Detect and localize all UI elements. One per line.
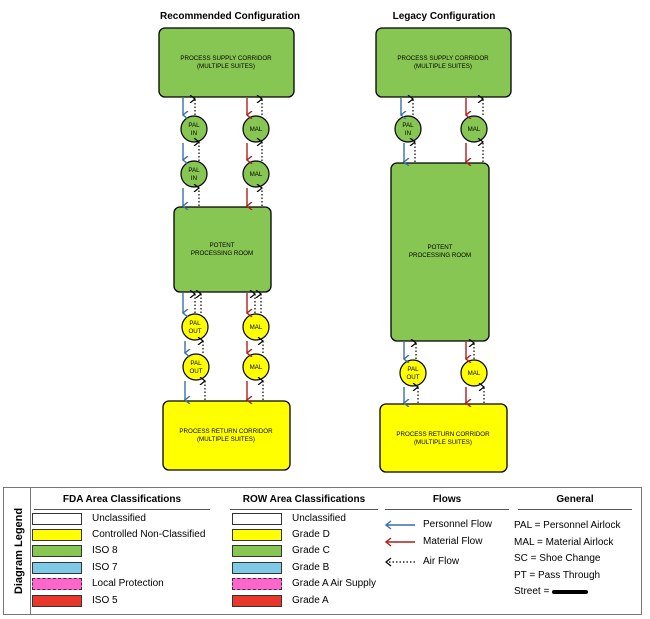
fda-label: ISO 8 [92,545,118,556]
rec-mal-2-label: MAL [250,171,263,178]
fda-swatch [32,595,82,607]
leg-supply-corridor-label-2: (MULTIPLE SUITES) [414,63,472,70]
fda-label: Controlled Non-Classified [92,529,206,540]
rec-pal-in-2 [180,160,208,188]
row-label: Grade A Air Supply [292,578,376,589]
row-label: Unclassified [292,513,346,524]
leg-mal-2-label: MAL [468,370,481,377]
material-flow-label: Material Flow [423,536,483,547]
street-line-icon [552,590,588,594]
rec-supply-corridor-label-1: PROCESS SUPPLY CORRIDOR [180,55,272,62]
rec-mal-3 [242,313,270,341]
rec-pal-out-2-label-2: OUT [189,368,202,375]
rec-pal-out-2 [182,353,210,381]
legend-title-box: Diagram Legend [8,488,31,614]
leg-mal-1 [460,115,488,143]
general-item-sc: SC = Shoe Change [514,553,601,564]
rec-mal-2 [242,160,270,188]
leg-processing-room-label-2: PROCESSING ROOM [409,252,471,259]
leg-pal-in-label-2: IN [405,130,411,137]
leg-return-corridor-label-2: (MULTIPLE SUITES) [414,439,472,446]
rec-pal-in-2-label-1: PAL [188,167,200,174]
leg-pal-in [394,115,422,143]
fda-label: Unclassified [92,513,146,524]
fda-label: Local Protection [92,578,164,589]
general-item-mal: MAL = Material Airlock [514,537,614,548]
rec-mal-4 [242,353,270,381]
rec-pal-in-1-label-2: IN [191,130,197,137]
row-label: Grade C [292,545,330,556]
rec-return-corridor-label-2: (MULTIPLE SUITES) [197,436,255,443]
row-swatch [232,529,282,541]
rec-pal-out-1-label-1: PAL [189,320,201,327]
fda-label: ISO 5 [92,595,118,606]
rec-pal-out-2-label-1: PAL [190,360,202,367]
leg-pal-out-label-2: OUT [406,374,419,381]
fda-label: ISO 7 [92,562,118,573]
row-label: Grade B [292,562,330,573]
rec-pal-in-1 [180,115,208,143]
fda-swatch [32,513,82,525]
row-swatch [232,545,282,557]
leg-mal-2 [460,359,488,387]
row-heading: ROW Area Classifications [230,494,378,510]
fda-swatch [32,545,82,557]
row-swatch [232,562,282,574]
leg-processing-room-label-1: POTENT [427,244,452,251]
rec-pal-out-1 [181,313,209,341]
row-swatch [232,578,282,590]
leg-pal-out-label-1: PAL [407,366,419,373]
rec-return-corridor [162,400,291,471]
rec-processing-room [173,206,272,293]
leg-mal-1-label: MAL [468,126,481,133]
rec-pal-out-1-label-2: OUT [188,328,201,335]
leg-return-corridor-label-1: PROCESS RETURN CORRIDOR [396,431,490,438]
fda-swatch [32,529,82,541]
row-label: Grade D [292,529,330,540]
rec-pal-in-2-label-2: IN [191,175,197,182]
leg-pal-out [399,359,427,387]
fda-swatch [32,562,82,574]
rec-mal-4-label: MAL [250,364,263,371]
row-swatch [232,595,282,607]
rec-processing-room-label-2: PROCESSING ROOM [191,250,253,257]
flows-heading: Flows [385,494,509,510]
fda-heading: FDA Area Classifications [34,494,210,510]
leg-pal-in-label-1: PAL [402,122,414,129]
rec-return-corridor-label-1: PROCESS RETURN CORRIDOR [179,428,273,435]
diagram-legend: Diagram Legend FDA Area Classifications … [3,487,642,615]
rec-supply-corridor-label-2: (MULTIPLE SUITES) [197,63,255,70]
legend-title: Diagram Legend [13,507,25,595]
recommended-title: Recommended Configuration [160,11,300,22]
leg-supply-corridor-label-1: PROCESS SUPPLY CORRIDOR [397,55,489,62]
legacy-title: Legacy Configuration [393,11,496,22]
general-street-label: Street = [514,586,550,597]
row-label: Grade A [292,595,329,606]
rec-pal-in-1-label-1: PAL [188,122,200,129]
air-flow-label: Air Flow [423,556,460,567]
material-flow-icon [385,537,415,547]
leg-processing-room [390,162,490,342]
rec-supply-corridor [158,27,295,98]
general-item-pal: PAL = Personnel Airlock [514,520,621,531]
rec-mal-3-label: MAL [250,324,263,331]
leg-supply-corridor [375,27,512,98]
rec-mal-1 [242,115,270,143]
rec-mal-1-label: MAL [250,126,263,133]
rec-processing-room-label-1: POTENT [209,242,234,249]
fda-swatch [32,578,82,590]
general-heading: General [518,494,632,510]
leg-return-corridor [379,403,508,473]
configuration-diagram: Recommended Configuration PROCESS SUPPLY… [158,11,512,473]
row-swatch [232,513,282,525]
personnel-flow-icon [385,520,415,530]
personnel-flow-label: Personnel Flow [423,519,492,530]
general-item-pt: PT = Pass Through [514,570,601,581]
air-flow-icon [385,557,415,567]
